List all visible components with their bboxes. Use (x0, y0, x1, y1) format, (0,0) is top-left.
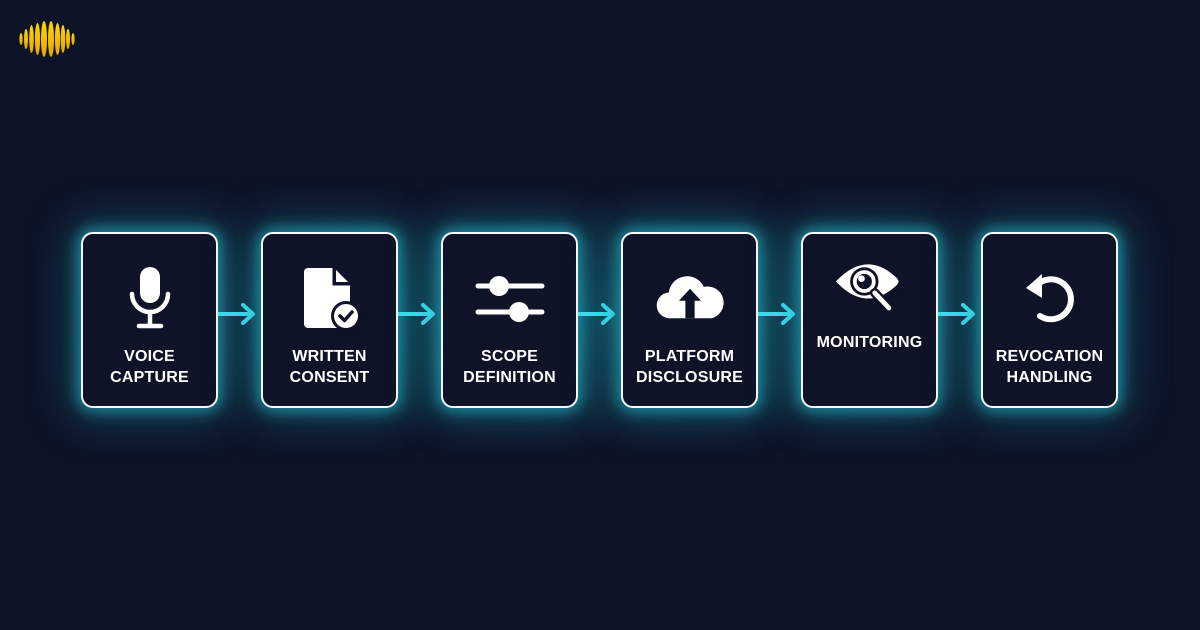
step-label: PLATFORM DISCLOSURE (636, 348, 743, 386)
step-label: VOICE CAPTURE (110, 348, 189, 386)
step-written-consent: WRITTEN CONSENT (261, 232, 398, 408)
step-label: REVOCATION HANDLING (995, 348, 1104, 386)
step-voice-capture: VOICE CAPTURE (81, 232, 218, 408)
arrow-right-icon (218, 303, 255, 325)
soundwave-logo-icon (19, 21, 75, 57)
undo-icon (1014, 264, 1086, 332)
sliders-icon (474, 264, 546, 332)
eye-magnifier-icon (834, 256, 906, 324)
step-label: WRITTEN CONSENT (289, 348, 370, 386)
arrow-right-icon (398, 303, 435, 325)
step-label: SCOPE DEFINITION (463, 348, 556, 386)
arrow-right-icon (758, 303, 795, 325)
step-scope-definition: SCOPE DEFINITION (441, 232, 578, 408)
step-label: MONITORING (816, 334, 923, 351)
step-revocation-handling: REVOCATION HANDLING (981, 232, 1118, 408)
arrow-right-icon (578, 303, 615, 325)
arrow-right-icon (938, 303, 975, 325)
microphone-icon (114, 264, 186, 332)
step-monitoring: MONITORING (801, 232, 938, 408)
step-platform-disclosure: PLATFORM DISCLOSURE (621, 232, 758, 408)
cloud-upload-icon (654, 264, 726, 332)
document-check-icon (294, 264, 366, 332)
